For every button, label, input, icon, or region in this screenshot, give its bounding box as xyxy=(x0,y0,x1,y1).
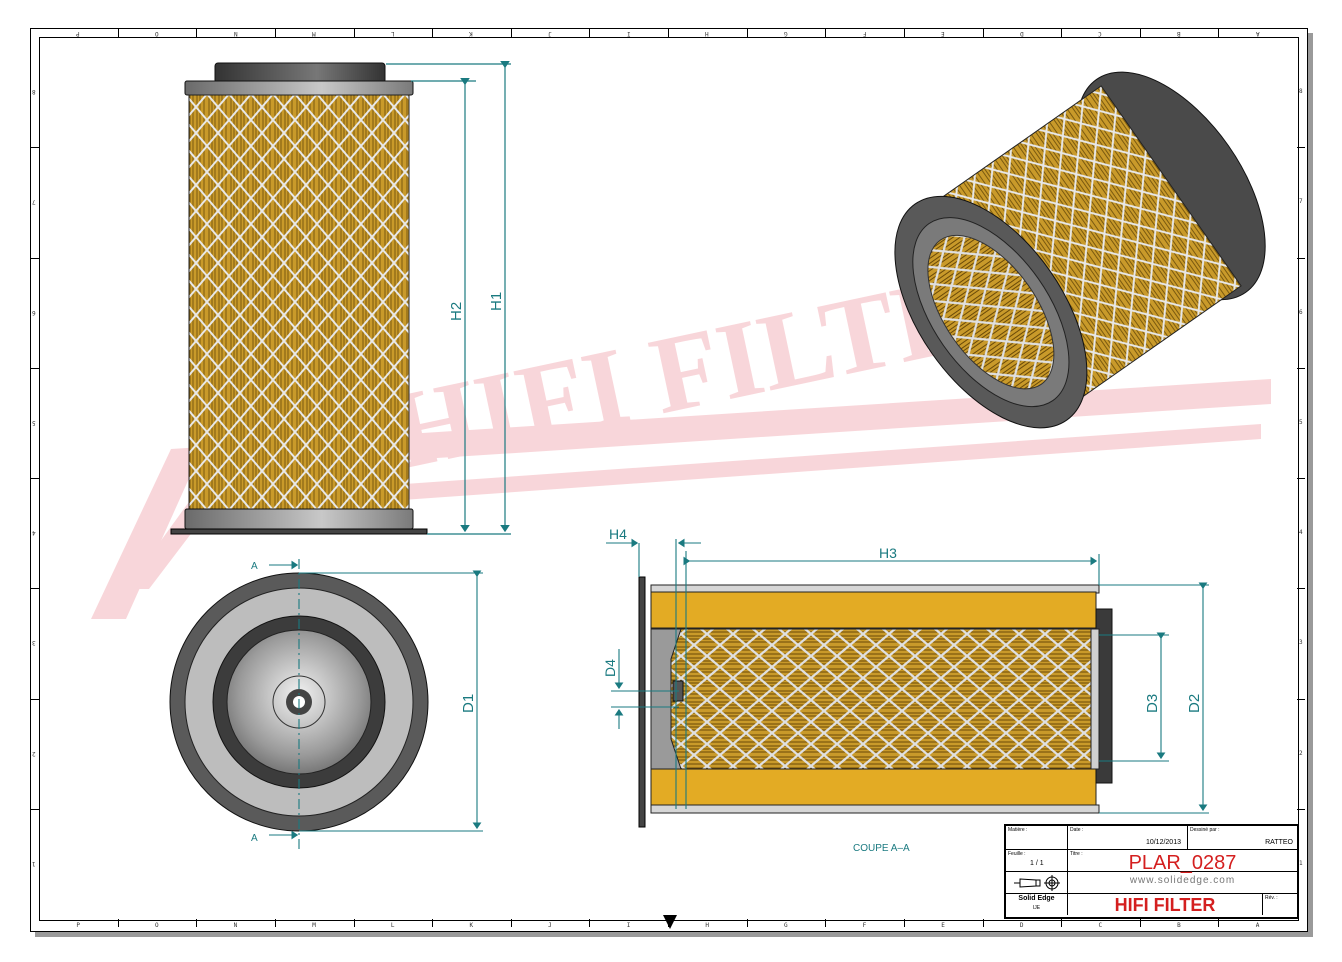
drawing-canvas: HIFI FILTER H2 H1 xyxy=(91,61,1271,929)
isometric-view xyxy=(894,71,1266,429)
svg-text:H4: H4 xyxy=(609,526,627,542)
zone-label: I xyxy=(626,922,631,929)
zone-label: M xyxy=(312,922,316,929)
drawn-by-cell: Dessiné par : RATTEO xyxy=(1188,826,1297,850)
revision-cell: Rév. : xyxy=(1265,895,1278,901)
zone-label: 6 xyxy=(1299,308,1303,316)
zone-label: F xyxy=(862,922,867,929)
zone-label: 8 xyxy=(1299,88,1303,96)
zone-label: 2 xyxy=(1299,749,1303,757)
svg-text:D4: D4 xyxy=(602,659,618,677)
projection-cell xyxy=(1006,872,1068,894)
zone-label: D xyxy=(1019,922,1024,929)
svg-text:D2: D2 xyxy=(1186,694,1203,713)
dimension-h1-h2 xyxy=(386,61,511,535)
zone-label: H xyxy=(705,922,709,929)
dimension-section xyxy=(606,538,1209,814)
zone-label: B xyxy=(1177,922,1181,929)
date-value: 10/12/2013 xyxy=(1145,839,1181,846)
zone-label: E xyxy=(941,922,945,929)
svg-text:D3: D3 xyxy=(1144,694,1161,713)
zone-label: 4 xyxy=(1299,529,1303,537)
zone-label: A xyxy=(1255,922,1260,929)
website-text: www.solidedge.com xyxy=(1129,875,1236,886)
svg-text:D1: D1 xyxy=(460,694,477,713)
projection-symbol-icon xyxy=(1014,875,1060,891)
zone-label: P xyxy=(76,922,80,929)
svg-text:H1: H1 xyxy=(488,292,505,311)
zone-label: 3 xyxy=(1299,639,1303,647)
title-cell: Titre : PLAR_0287 xyxy=(1068,850,1297,874)
svg-text:H3: H3 xyxy=(879,545,897,561)
svg-text:A: A xyxy=(251,833,258,844)
section-caption: COUPE A–A xyxy=(853,843,910,854)
website-cell: www.solidedge.com xyxy=(1068,872,1297,894)
svg-text:A: A xyxy=(251,561,258,572)
zone-label: 5 xyxy=(1299,418,1303,426)
sheet-cell: Feuille : 1 / 1 xyxy=(1006,850,1068,872)
centering-mark-icon xyxy=(663,915,677,929)
zone-label: K xyxy=(469,922,474,929)
zone-label: N xyxy=(233,922,238,929)
material-cell: Matière : xyxy=(1006,826,1068,850)
zone-label: J xyxy=(548,922,552,929)
drawn-by-value: RATTEO xyxy=(1265,839,1293,846)
title-block: Matière : Date : 10/12/2013 Dessiné par … xyxy=(1004,824,1299,919)
zone-label: O xyxy=(154,922,159,929)
front-view xyxy=(170,62,428,535)
company-name: HIFI FILTER xyxy=(1114,895,1216,915)
company-cell: HIFI FILTER xyxy=(1068,894,1263,915)
section-view xyxy=(638,576,1113,828)
svg-text:H2: H2 xyxy=(448,302,465,321)
zone-label: L xyxy=(390,922,395,929)
drawing-title: PLAR_0287 xyxy=(1128,852,1237,874)
sheet-value: 1 / 1 xyxy=(1030,860,1044,867)
zone-label: 1 xyxy=(1299,859,1303,867)
zone-label: G xyxy=(783,922,788,929)
zone-label: C xyxy=(1098,922,1103,929)
zone-label: 7 xyxy=(1299,198,1303,206)
date-cell: Date : 10/12/2013 xyxy=(1068,826,1188,850)
software-cell: Solid Edge IJE xyxy=(1006,894,1068,915)
